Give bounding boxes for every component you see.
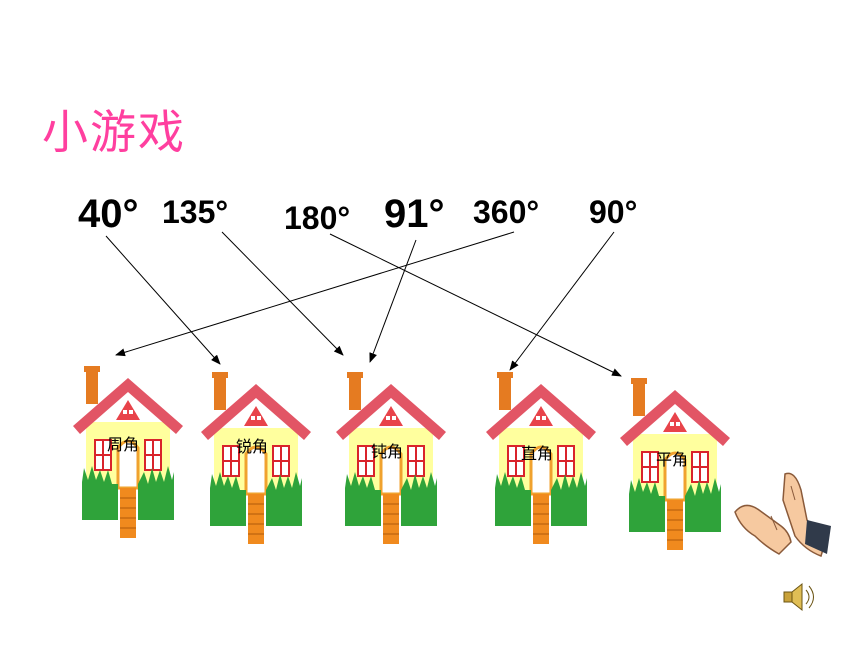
page-title: 小游戏 [42, 105, 186, 159]
arrow-40-to-ruijiao [105, 235, 221, 365]
house-label-pingjiao: 平角 [656, 450, 689, 469]
clapping-hands-icon [734, 472, 831, 557]
angle-360[interactable]: 360° [473, 194, 540, 230]
arrow-360-to-zhoujiao [115, 231, 515, 357]
house-label-ruijiao: 锐角 [236, 437, 269, 456]
speaker-icon[interactable] [783, 582, 814, 612]
house-label-zhoujiao: 周角 [107, 435, 140, 454]
angle-91[interactable]: 91° [384, 192, 445, 236]
house-label-dunjiao: 钝角 [371, 442, 404, 461]
arrow-180-to-pingjiao [329, 233, 622, 377]
connection-lines [105, 231, 622, 377]
arrow-135-to-dunjiao [221, 231, 344, 356]
angle-135[interactable]: 135° [162, 194, 229, 230]
arrow-91-to-dunjiao [369, 239, 417, 363]
house-ruijiao [199, 370, 313, 546]
angle-40[interactable]: 40° [78, 192, 139, 236]
house-label-zhijiao: 直角 [521, 444, 554, 463]
angle-180[interactable]: 180° [284, 200, 351, 236]
angle-90[interactable]: 90° [589, 194, 638, 230]
arrow-90-to-zhijiao [509, 231, 615, 371]
